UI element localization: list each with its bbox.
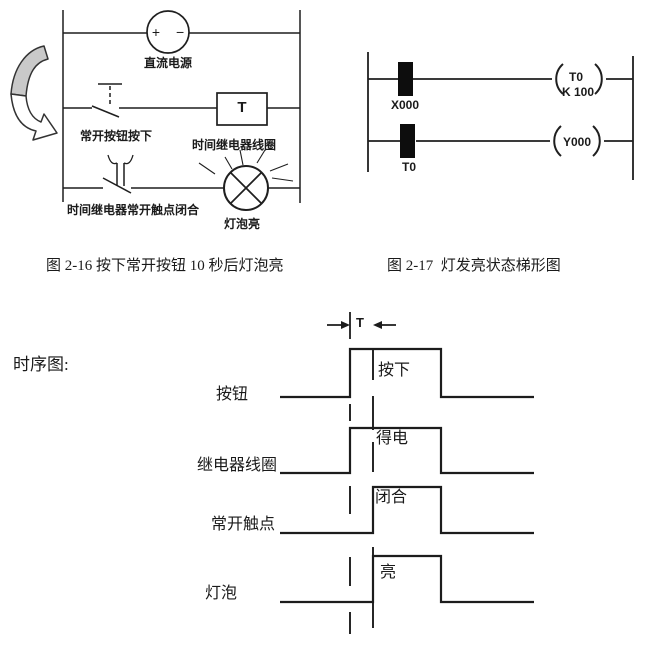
fig-2-17-caption: 图 2-17 灯发亮状态梯形图 [387,258,561,274]
coil-k100-label: K 100 [561,85,595,99]
coil-y000-label: Y000 [562,135,592,149]
event-label-pressed: 按下 [378,362,411,379]
push-button-symbol [91,83,122,118]
ladder-rung-1 [368,62,633,96]
timing-diagram [280,312,534,634]
coil-t0-label: T0 [568,70,584,84]
lamp-rays [198,149,294,182]
waveform-button [280,347,534,399]
ladder-figure [367,52,634,180]
contact-t0-label: T0 [402,160,417,174]
lamp-symbol [198,149,294,211]
signal-name-lamp: 灯泡 [204,585,237,602]
contact-x000-label: X000 [391,98,420,112]
signal-name-relay-coil: 继电器线圈 [196,457,277,474]
t-interval-marker [327,312,396,339]
contact-t0-symbol [400,124,415,158]
power-minus-sign: − [176,24,184,40]
timing-title: 时序图: [13,355,69,374]
event-label-lit: 亮 [380,564,397,581]
event-label-closed: 闭合 [375,489,408,506]
rotate-arrow-icon [10,45,58,141]
power-plus-sign: + [152,24,164,40]
signal-name-button: 按钮 [215,386,248,403]
dc-power-label: 直流电源 [143,56,193,70]
ladder-rung-2 [368,124,633,158]
timer-contact-label: 时间继电器常开触点闭合 [67,203,200,217]
coil-t0-symbol [555,63,603,95]
arrow-right-icon [341,321,350,329]
minus-glyph: − [176,24,185,40]
arrow-left-icon [373,321,382,329]
signal-name-no-contact: 常开触点 [210,516,275,533]
waveform-relay-coil [280,426,534,475]
dc-power-symbol [146,10,190,54]
circuit-figure [62,10,301,211]
timer-coil-box [216,92,268,126]
push-button-label: 常开按钮按下 [80,129,153,143]
timer-box-letter: T [237,99,247,116]
waveform-no-contact [280,485,534,535]
contact-x000-symbol [398,62,413,96]
lamp-label: 灯泡亮 [223,217,261,231]
timer-coil-label: 时间继电器线圈 [192,138,277,152]
plus-glyph: + [151,24,161,40]
timer-contact-symbol [102,154,134,194]
fig-2-16-caption: 图 2-16 按下常开按钮 10 秒后灯泡亮 [46,258,284,274]
coil-y000-symbol [553,125,601,157]
event-label-energized: 得电 [376,430,409,447]
waveform-lamp [280,554,534,604]
t-interval-label: T [356,315,364,330]
